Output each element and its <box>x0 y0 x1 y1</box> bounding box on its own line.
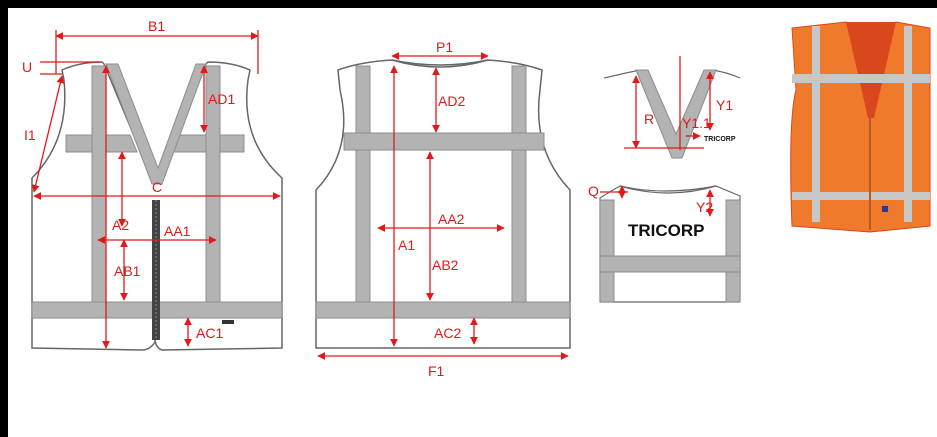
label-P1: P1 <box>436 39 453 55</box>
label-A1: A1 <box>398 237 415 253</box>
orange-vest-chest-band <box>792 74 930 83</box>
label-U: U <box>22 59 32 75</box>
orange-vest-zipper <box>869 118 871 230</box>
label-AA2: AA2 <box>438 211 465 227</box>
label-AD2: AD2 <box>438 93 465 109</box>
front-neck-band <box>105 63 207 185</box>
print-right-vertical-band <box>725 199 741 303</box>
back-print-detail <box>599 185 741 303</box>
orange-vest-inner <box>846 22 896 118</box>
front-label-tag <box>222 320 234 324</box>
orange-vest-band-left <box>812 26 820 222</box>
brand-print-large: TRICORP <box>628 221 705 240</box>
back-bottom-band <box>315 301 571 319</box>
label-AA1: AA1 <box>164 223 191 239</box>
label-AD1: AD1 <box>208 91 235 107</box>
label-AB1: AB1 <box>114 263 141 279</box>
back-vest <box>315 59 571 349</box>
label-AC2: AC2 <box>434 325 461 341</box>
print-left-vertical-band <box>599 199 615 303</box>
label-Q: Q <box>588 183 599 199</box>
neck-detail <box>603 69 741 159</box>
front-vest <box>31 61 283 351</box>
label-B1: B1 <box>148 18 165 34</box>
label-R: R <box>644 111 654 127</box>
orange-vest-label-tag <box>882 206 888 212</box>
label-AC1: AC1 <box>196 325 223 341</box>
label-C: C <box>152 179 162 195</box>
orange-vest-band-right <box>904 26 912 222</box>
orange-vest-bottom-band <box>792 192 930 200</box>
label-AB2: AB2 <box>432 257 459 273</box>
front-left-vertical-band <box>91 65 107 303</box>
label-F1: F1 <box>428 363 445 379</box>
brand-print-small: TRICORP <box>704 136 736 143</box>
label-Y1: Y1 <box>716 97 733 113</box>
orange-vest-photo <box>790 21 931 233</box>
measurement-lines <box>31 30 714 360</box>
label-Y2: Y2 <box>696 199 713 215</box>
back-left-vertical-band <box>355 65 371 303</box>
neck-detail-band <box>635 69 717 159</box>
measurement-labels: B1 U I1 AD1 C A2 AA1 AB1 AC1 P1 AD2 AA2 … <box>22 18 733 379</box>
print-chest-band <box>599 255 741 273</box>
label-A2: A2 <box>112 217 129 233</box>
back-chest-band <box>343 132 545 151</box>
label-Y1-1: Y1.1 <box>682 115 711 131</box>
label-I1: I1 <box>24 127 36 143</box>
back-right-vertical-band <box>511 65 527 303</box>
